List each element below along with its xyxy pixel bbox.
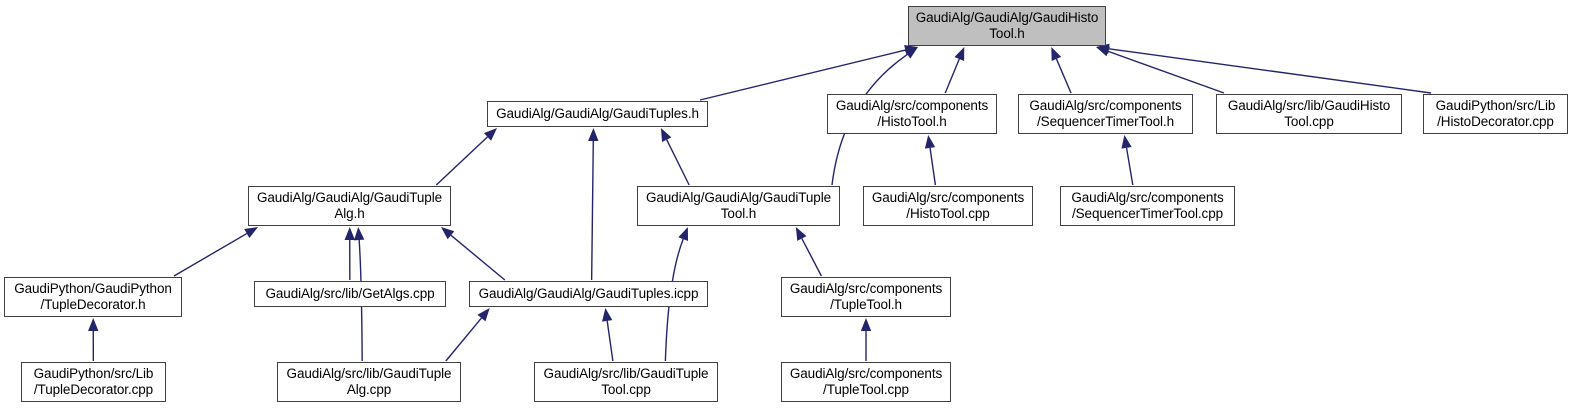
graph-node-histotool_h[interactable]: GaudiAlg/src/components /HistoTool.h (827, 94, 997, 134)
graph-edge-sequencertimertool_cpp-to-sequencertimertool_h (1121, 135, 1134, 186)
graph-node-label: GaudiAlg/src/components /SequencerTimerT… (1029, 98, 1182, 129)
graph-node-label: GaudiPython/src/Lib /HistoDecorator.cpp (1435, 98, 1556, 129)
graph-node-label: GaudiAlg/src/components /HistoTool.h (835, 98, 989, 129)
graph-node-tupletool_cpp[interactable]: GaudiAlg/src/components /TupleTool.cpp (781, 362, 951, 402)
graph-edge-tupletool_cpp-to-tupletool_h (860, 318, 872, 361)
graph-edge-getalgs_cpp-to-gauditiuplealg_h (344, 227, 355, 281)
graph-edge-tupledecorator_h-to-gauditiuplealg_h (173, 227, 258, 277)
graph-edge-tupledecorator_cpp-to-tupledecorator_h (88, 318, 99, 362)
graph-edge-gauditiupletool_cpp-to-gauditiuples_icpp (602, 308, 614, 362)
graph-edge-gauditiuples_icpp-to-gauditiuples_h (588, 128, 599, 281)
graph-edge-tupletool_h-to-gauditiupletool_h (795, 227, 822, 277)
graph-edge-gauditiuplealg_h-to-gauditiuples_h (435, 128, 497, 186)
graph-node-sequencertimertool_cpp[interactable]: GaudiAlg/src/components /SequencerTimerT… (1060, 186, 1235, 226)
graph-node-tupledecorator_h[interactable]: GaudiPython/GaudiPython /TupleDecorator.… (4, 277, 182, 317)
graph-node-gauditiuples_h[interactable]: GaudiAlg/GaudiAlg/GaudiTuples.h (487, 101, 708, 127)
graph-node-label: GaudiAlg/GaudiAlg/GaudiTuples.icpp (478, 286, 699, 301)
graph-edge-gauditiuples_icpp-to-gauditiuplealg_h (441, 227, 506, 281)
graph-node-label: GaudiAlg/src/lib/GetAlgs.cpp (265, 286, 435, 301)
graph-node-histodecorator_cpp[interactable]: GaudiPython/src/Lib /HistoDecorator.cpp (1423, 94, 1568, 134)
graph-node-gaudihistotool_cpp[interactable]: GaudiAlg/src/lib/GaudiHisto Tool.cpp (1216, 94, 1402, 134)
graph-node-tupletool_h[interactable]: GaudiAlg/src/components /TupleTool.h (781, 277, 951, 317)
graph-node-getalgs_cpp[interactable]: GaudiAlg/src/lib/GetAlgs.cpp (254, 281, 446, 307)
graph-node-label: GaudiAlg/src/components /TupleTool.h (789, 281, 943, 312)
graph-node-label: GaudiPython/src/Lib /TupleDecorator.cpp (33, 366, 154, 397)
graph-node-label: GaudiAlg/GaudiAlg/GaudiTuples.h (496, 106, 699, 121)
graph-node-gauditiuplealg_cpp[interactable]: GaudiAlg/src/lib/GaudiTuple Alg.cpp (277, 362, 461, 402)
graph-node-label: GaudiAlg/GaudiAlg/GaudiTuple Tool.h (645, 190, 832, 221)
graph-edge-histotool_h-to-gaudihistotool_h (944, 47, 965, 94)
graph-edge-histotool_cpp-to-histotool_h (924, 135, 937, 186)
graph-node-label: GaudiAlg/src/lib/GaudiHisto Tool.cpp (1227, 98, 1391, 129)
graph-node-label: GaudiAlg/src/components /SequencerTimerT… (1071, 190, 1224, 221)
graph-edge-gauditiupletool_h-to-gauditiuples_h (660, 128, 690, 186)
graph-node-label: GaudiAlg/GaudiAlg/GaudiHisto Tool.h (915, 10, 1099, 41)
graph-node-label: GaudiPython/GaudiPython /TupleDecorator.… (14, 281, 172, 312)
graph-node-gauditiuplealg_h[interactable]: GaudiAlg/GaudiAlg/GaudiTuple Alg.h (248, 186, 451, 226)
graph-node-tupledecorator_cpp[interactable]: GaudiPython/src/Lib /TupleDecorator.cpp (21, 362, 166, 402)
graph-node-label: GaudiAlg/src/lib/GaudiTuple Tool.cpp (543, 366, 709, 397)
graph-node-gauditiupletool_cpp[interactable]: GaudiAlg/src/lib/GaudiTuple Tool.cpp (534, 362, 718, 402)
graph-node-gauditiupletool_h[interactable]: GaudiAlg/GaudiAlg/GaudiTuple Tool.h (637, 186, 840, 226)
graph-edge-histodecorator_cpp-to-gaudihistotool_h (1096, 43, 1432, 94)
graph-edge-gaudihistotool_cpp-to-gaudihistotool_h (1096, 46, 1225, 94)
graph-node-label: GaudiAlg/src/lib/GaudiTuple Alg.cpp (286, 366, 452, 397)
graph-edge-gauditiuplealg_cpp-to-gauditiuples_icpp (445, 308, 490, 362)
graph-node-gauditiuples_icpp[interactable]: GaudiAlg/GaudiAlg/GaudiTuples.icpp (469, 281, 708, 307)
graph-node-label: GaudiAlg/src/components /TupleTool.cpp (789, 366, 943, 397)
graph-edge-sequencertimertool_h-to-gaudihistotool_h (1051, 47, 1072, 94)
graph-node-histotool_cpp[interactable]: GaudiAlg/src/components /HistoTool.cpp (863, 186, 1033, 226)
graph-node-sequencertimertool_h[interactable]: GaudiAlg/src/components /SequencerTimerT… (1018, 94, 1193, 134)
graph-node-label: GaudiAlg/GaudiAlg/GaudiTuple Alg.h (256, 190, 443, 221)
graph-node-gaudihistotool_h[interactable]: GaudiAlg/GaudiAlg/GaudiHisto Tool.h (908, 6, 1106, 46)
graph-node-label: GaudiAlg/src/components /HistoTool.cpp (871, 190, 1025, 221)
